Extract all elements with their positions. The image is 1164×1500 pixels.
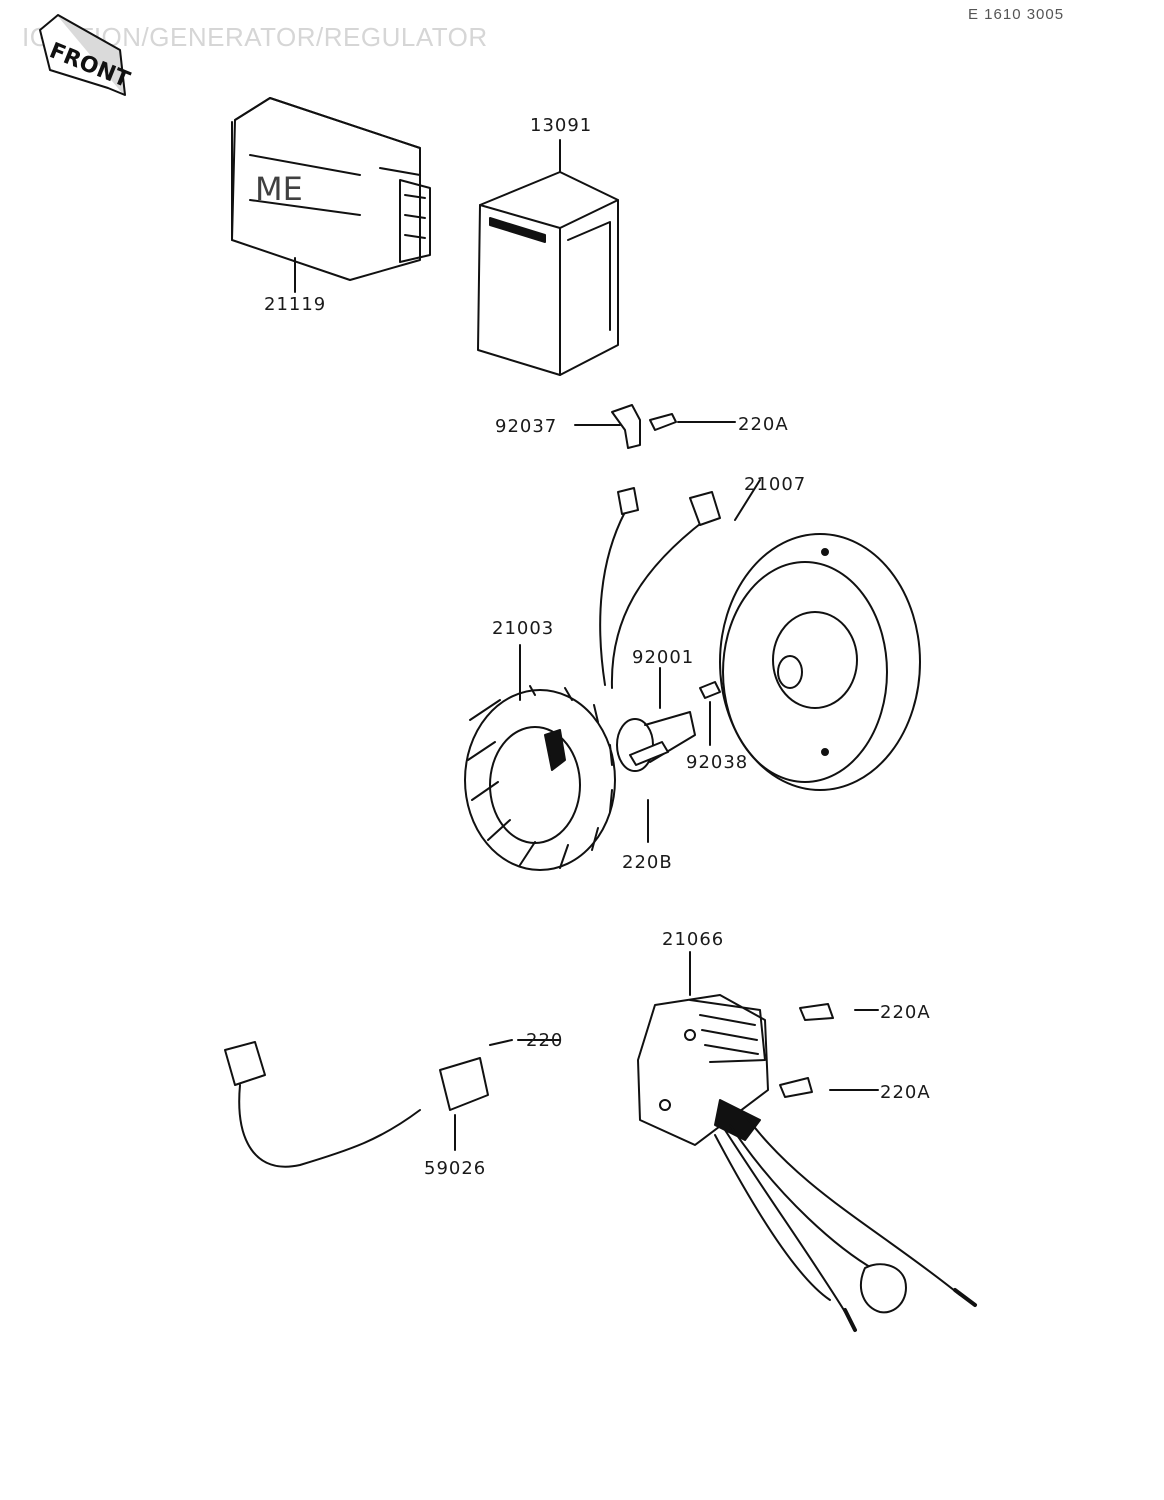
- label-220: 220: [526, 1030, 564, 1051]
- part-59026-pickup-coil: [224, 1039, 561, 1168]
- label-21066: 21066: [662, 929, 725, 950]
- part-92037-clamp: [574, 404, 736, 449]
- label-21007: 21007: [744, 474, 807, 495]
- label-92037: 92037: [495, 416, 558, 437]
- label-21119: 21119: [264, 294, 327, 315]
- part-21066-regulator: [637, 951, 769, 1146]
- label-92038: 92038: [686, 752, 749, 773]
- label-220a-mid: 220A: [880, 1002, 931, 1023]
- label-13091: 13091: [530, 115, 593, 136]
- label-220b: 220B: [622, 852, 673, 873]
- part-13091-box: [477, 139, 619, 376]
- reference-code: E 1610 3005: [968, 6, 1065, 23]
- part-220b-screw: [629, 741, 669, 843]
- label-220a-top: 220A: [738, 414, 789, 435]
- part-21119-ignitor-box: ME: [231, 97, 431, 293]
- label-59026: 59026: [424, 1158, 487, 1179]
- part-92038-key: [699, 681, 721, 746]
- front-arrow-badge: FRONT: [39, 14, 133, 96]
- label-21003: 21003: [492, 618, 555, 639]
- part-21007-rotor: [719, 479, 921, 791]
- part-220a-screws-regulator: [779, 1003, 879, 1098]
- part-stator-wires: [599, 487, 721, 689]
- svg-text:ME: ME: [255, 170, 303, 208]
- label-92001: 92001: [632, 647, 695, 668]
- label-220a-low: 220A: [880, 1082, 931, 1103]
- part-regulator-wires: [714, 1114, 977, 1332]
- part-21003-stator: [464, 644, 616, 871]
